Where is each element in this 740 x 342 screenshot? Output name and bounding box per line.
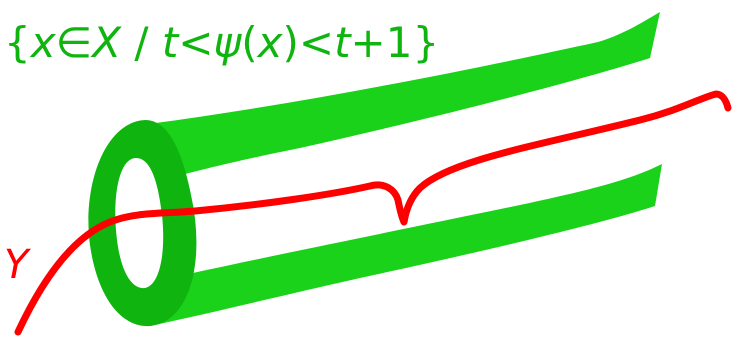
tube-top-band <box>148 12 660 178</box>
formula-in: ∈ <box>55 18 93 67</box>
formula-x-arg: x <box>257 18 283 67</box>
formula-rparen: ) <box>282 18 299 67</box>
formula-x: x <box>30 18 56 67</box>
formula-lparen: ( <box>241 18 258 67</box>
y-label: Y <box>4 242 29 288</box>
tube-bottom-band <box>150 164 662 326</box>
formula-lt-1: < <box>178 18 214 67</box>
formula-lt-2: < <box>298 18 335 67</box>
set-formula: {x∈X / t<ψ(x)<t+1} <box>4 18 439 68</box>
formula-plus-one: +1 <box>350 18 413 67</box>
curve-y <box>14 90 732 336</box>
formula-t: t <box>161 18 179 67</box>
tube-ring <box>88 120 197 327</box>
formula-t-2: t <box>334 18 351 67</box>
formula-X: X <box>92 18 121 67</box>
formula-psi: ψ <box>213 18 242 67</box>
formula-sep: / <box>120 18 162 67</box>
formula-close-brace: } <box>412 18 440 67</box>
formula-open-brace: { <box>4 18 31 67</box>
